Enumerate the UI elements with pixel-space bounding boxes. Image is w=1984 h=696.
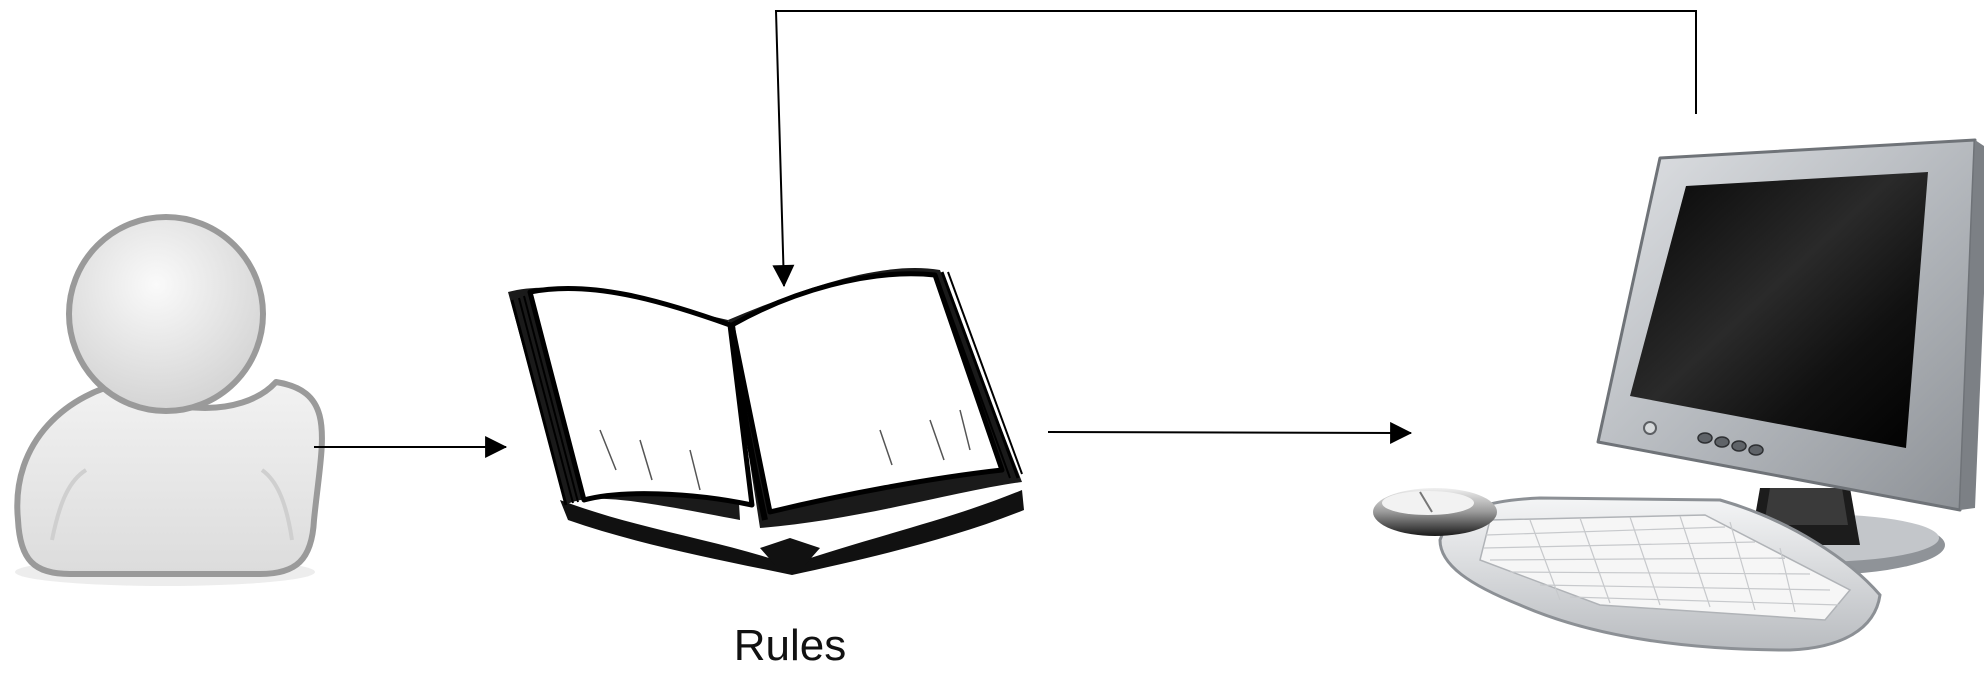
arrow-book-to-computer	[1047, 421, 1413, 444]
user-avatar-icon	[14, 214, 325, 586]
desktop-computer-icon	[1373, 138, 1984, 652]
book-caption: Rules	[734, 621, 847, 670]
open-book-icon	[508, 268, 1024, 575]
arrow-computer-to-book	[772, 10, 1697, 288]
